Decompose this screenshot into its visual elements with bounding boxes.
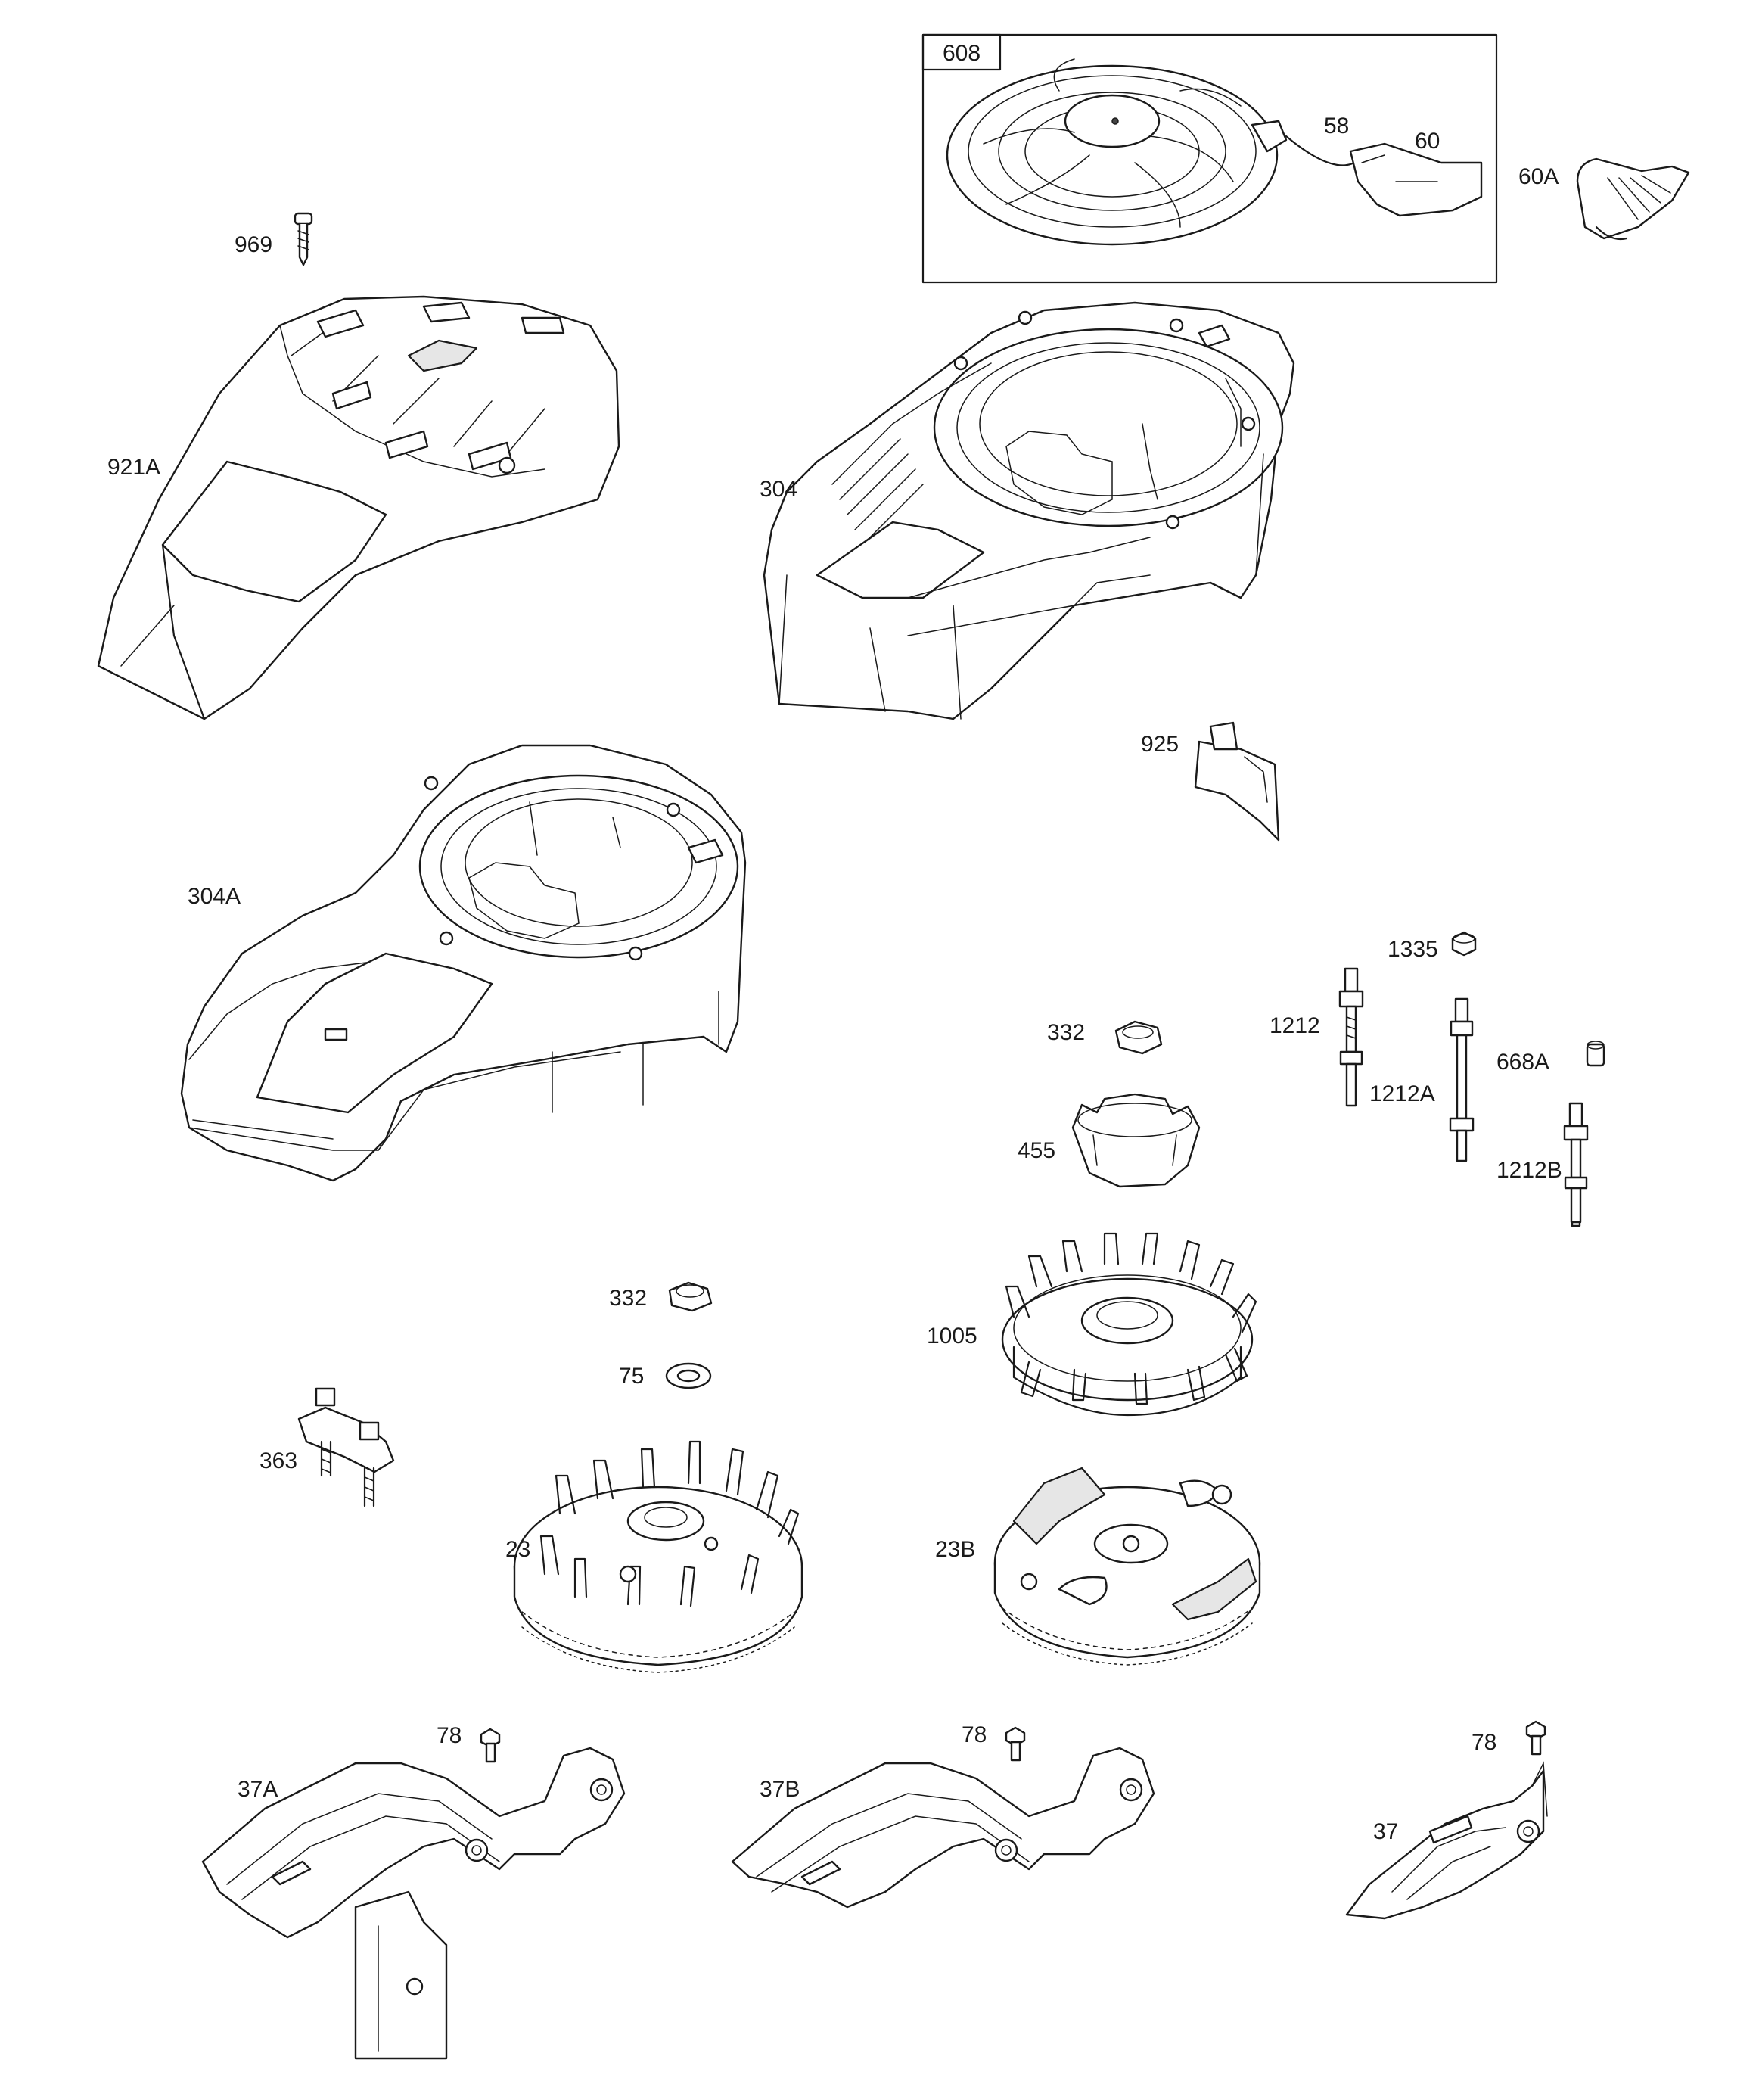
part-1335-nut — [1451, 931, 1477, 957]
label-363: 363 — [259, 1448, 297, 1473]
label-60A: 60A — [1518, 164, 1559, 189]
part-668A-spacer — [1586, 1041, 1605, 1067]
part-1005-fan — [1001, 1232, 1257, 1417]
label-332-lower: 332 — [609, 1286, 647, 1311]
label-668A: 668A — [1496, 1050, 1549, 1075]
part-925-baffle — [1194, 721, 1280, 842]
part-1212B-stud — [1563, 1102, 1589, 1227]
label-58: 58 — [1324, 114, 1349, 138]
part-455-cup — [1071, 1093, 1201, 1188]
label-1335: 1335 — [1388, 937, 1438, 962]
label-37: 37 — [1373, 1819, 1398, 1844]
part-78-screw-left — [480, 1728, 501, 1763]
label-1005: 1005 — [927, 1324, 977, 1349]
part-60A-handle — [1576, 157, 1690, 241]
label-921A: 921A — [107, 455, 160, 480]
label-78-right: 78 — [1472, 1730, 1496, 1755]
part-37-air-guide — [1345, 1761, 1548, 1920]
label-37B: 37B — [760, 1777, 800, 1802]
label-925: 925 — [1141, 732, 1179, 757]
part-78-screw-mid — [1005, 1726, 1026, 1762]
label-304: 304 — [760, 477, 797, 502]
part-75-washer — [665, 1362, 712, 1389]
part-78-screw-right — [1525, 1720, 1546, 1756]
part-37A-air-guide — [201, 1747, 626, 2060]
label-78-mid: 78 — [962, 1722, 987, 1747]
part-304-blower-housing — [763, 301, 1295, 720]
label-23: 23 — [505, 1537, 530, 1562]
part-37B-air-guide — [731, 1747, 1155, 1909]
part-23-flywheel — [513, 1440, 803, 1673]
part-304A-blower-housing — [180, 744, 747, 1182]
part-608-recoil-starter — [921, 33, 1498, 284]
part-969-screw — [294, 212, 313, 266]
label-78-left: 78 — [437, 1723, 462, 1748]
part-labels: 608 58 60 60A 969 921A 304 925 304A 1335… — [107, 41, 1562, 1844]
label-37A: 37A — [238, 1777, 278, 1802]
part-921A-cover — [97, 295, 620, 720]
label-304A: 304A — [188, 884, 241, 909]
part-363-bracket — [297, 1387, 395, 1507]
part-332-upper-nut — [1114, 1020, 1163, 1055]
part-23B-flywheel — [993, 1467, 1261, 1666]
label-75: 75 — [619, 1364, 644, 1389]
part-1212A-stud — [1449, 997, 1475, 1162]
label-60: 60 — [1415, 129, 1440, 154]
label-608: 608 — [943, 41, 981, 66]
label-1212A: 1212A — [1369, 1081, 1435, 1106]
part-332-lower-nut — [668, 1281, 713, 1312]
label-455: 455 — [1018, 1138, 1055, 1163]
part-1212-stud — [1338, 967, 1364, 1107]
label-332-upper: 332 — [1047, 1020, 1085, 1045]
label-1212: 1212 — [1270, 1013, 1320, 1038]
label-23B: 23B — [935, 1537, 975, 1562]
label-1212B: 1212B — [1496, 1158, 1562, 1183]
label-969: 969 — [235, 232, 272, 257]
